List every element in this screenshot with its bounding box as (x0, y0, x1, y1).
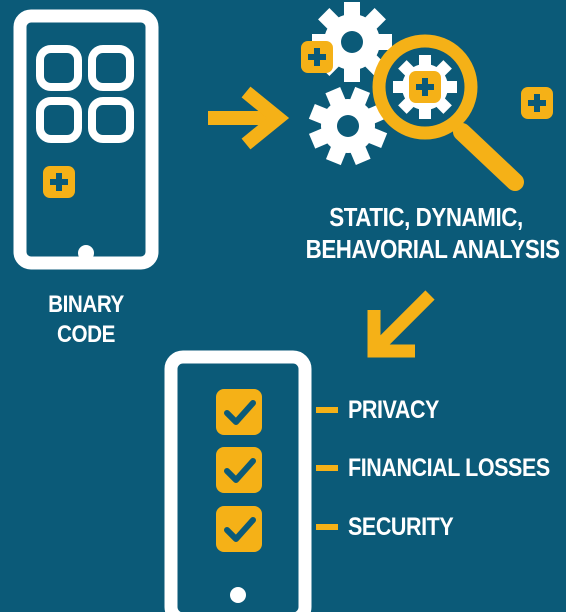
analysis-label-line2: BEHAVORIAL ANALYSIS (305, 233, 560, 264)
connector-line (316, 524, 338, 530)
plus-icon (521, 87, 553, 119)
arrow-right-icon (208, 86, 290, 150)
arrow-down-left-icon (367, 290, 435, 358)
source-phone-icon (13, 9, 159, 270)
results-phone-icon (164, 350, 312, 612)
plus-icon (43, 166, 75, 198)
connector-line (316, 465, 338, 471)
binary-code-label: BINARY CODE (26, 290, 146, 349)
checkbox-checked-icon (216, 506, 262, 552)
checkbox-checked-icon (216, 389, 262, 435)
app-tile-icon (92, 49, 130, 87)
app-tile-icon (40, 49, 78, 87)
connector-line (316, 407, 338, 413)
plus-icon (409, 71, 441, 103)
gear-icon (308, 86, 388, 166)
checkbox-checked-icon (216, 447, 262, 493)
analysis-label-line1: STATIC, DYNAMIC, (329, 202, 523, 232)
plus-icon (301, 41, 333, 73)
binary-code-label-line2: CODE (57, 320, 115, 348)
app-tile-icon (92, 101, 130, 139)
magnifying-glass-icon (372, 34, 524, 191)
app-tile-icon (40, 101, 78, 139)
result-label-privacy: PRIVACY (348, 396, 439, 424)
analysis-label: STATIC, DYNAMIC, BEHAVORIAL ANALYSIS (286, 202, 566, 266)
result-label-financial-losses: FINANCIAL LOSSES (348, 454, 550, 482)
binary-code-label-line1: BINARY (48, 291, 124, 318)
result-label-security: SECURITY (348, 513, 454, 541)
